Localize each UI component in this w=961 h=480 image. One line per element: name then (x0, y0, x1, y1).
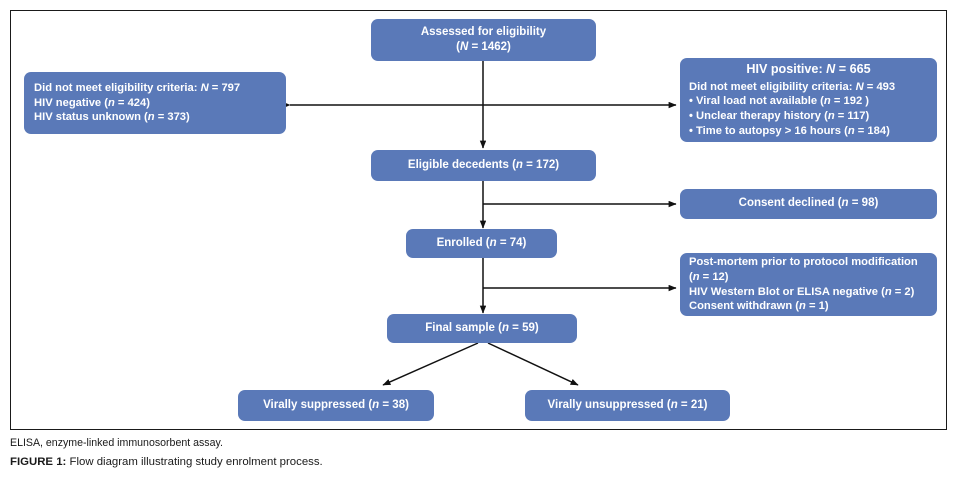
figure-caption-text: Flow diagram illustrating study enrolmen… (66, 456, 323, 468)
node-enrolled[interactable]: Enrolled (n = 74) (406, 229, 557, 258)
left-exclusion-line-2: HIV negative (n = 424) (34, 96, 150, 109)
node-final-sample[interactable]: Final sample (n = 59) (387, 314, 577, 343)
node-assessed-for-eligibility[interactable]: Assessed for eligibility (N = 1462) (371, 19, 596, 61)
hiv-positive-bullet-1: • Viral load not available (n = 192 ) (689, 95, 869, 108)
enrolled-label: Enrolled (n = 74) (436, 236, 527, 249)
node-post-enrolment-exclusions[interactable]: Post-mortem prior to protocol modificati… (680, 253, 937, 316)
left-exclusion-line-3: HIV status unknown (n = 373) (34, 111, 190, 124)
left-exclusion-line-1: Did not meet eligibility criteria: N = 7… (34, 81, 241, 94)
node-eligible-decedents[interactable]: Eligible decedents (n = 172) (371, 150, 596, 181)
node-did-not-meet-eligibility-left[interactable]: Did not meet eligibility criteria: N = 7… (24, 72, 286, 134)
assessed-line-2: (N = 1462) (456, 41, 511, 53)
post-enrolment-line-3: HIV Western Blot or ELISA negative (n = … (689, 285, 915, 298)
assessed-line-1: Assessed for eligibility (420, 25, 547, 38)
figure-caption-block: ELISA, enzyme-linked immunosorbent assay… (10, 437, 947, 468)
node-consent-declined[interactable]: Consent declined (n = 98) (680, 189, 937, 219)
virally-suppressed-label: Virally suppressed (n = 38) (263, 398, 409, 411)
figure-caption: FIGURE 1: Flow diagram illustrating stud… (10, 456, 947, 468)
post-enrolment-line-1: Post-mortem prior to protocol modificati… (689, 255, 918, 268)
consent-declined-label: Consent declined (n = 98) (738, 197, 879, 210)
node-virally-suppressed[interactable]: Virally suppressed (n = 38) (238, 390, 434, 421)
hiv-positive-header: HIV positive: N = 665 (746, 61, 871, 76)
node-virally-unsuppressed[interactable]: Virally unsuppressed (n = 21) (525, 390, 730, 421)
abbreviation-note: ELISA, enzyme-linked immunosorbent assay… (10, 437, 223, 449)
post-enrolment-line-4: Consent withdrawn (n = 1) (689, 300, 829, 313)
hiv-positive-bullet-3: • Time to autopsy > 16 hours (n = 184) (689, 125, 890, 138)
final-sample-label: Final sample (n = 59) (425, 321, 539, 334)
virally-unsuppressed-label: Virally unsuppressed (n = 21) (547, 398, 708, 411)
node-hiv-positive-right[interactable]: HIV positive: N = 665 Did not meet eligi… (680, 58, 937, 142)
hiv-positive-bullet-2: • Unclear therapy history (n = 117) (689, 110, 870, 123)
hiv-positive-line-1: Did not meet eligibility criteria: N = 4… (689, 80, 896, 93)
figure-caption-label: FIGURE 1: (10, 456, 67, 468)
post-enrolment-line-2: (n = 12) (689, 270, 729, 283)
eligible-decedents-label: Eligible decedents (n = 172) (407, 158, 560, 171)
